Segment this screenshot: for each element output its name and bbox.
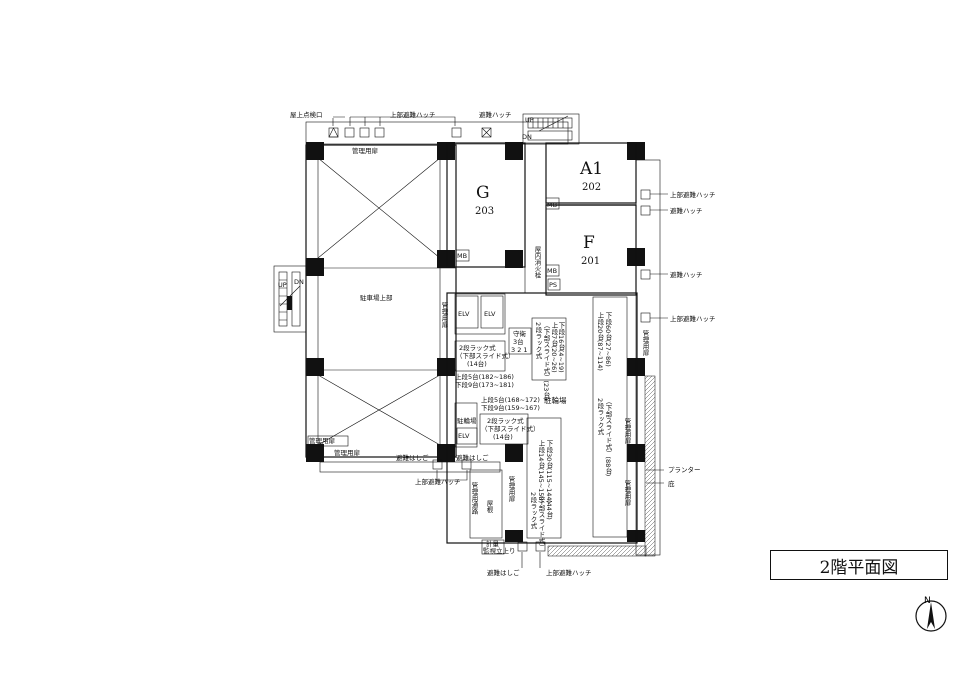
mgmt-door-top: 管理用扉 bbox=[352, 146, 379, 155]
watch-label: 監視立上り bbox=[483, 546, 516, 555]
evac-ladder-2: 避難はしご bbox=[456, 453, 489, 462]
gauge-label: 計量 bbox=[486, 539, 500, 548]
elv-label-2: ELV bbox=[484, 310, 496, 318]
rack2-upper: 上段5台(168~172) bbox=[481, 395, 540, 404]
evac-hatch-label-top: 避難ハッチ bbox=[479, 110, 512, 119]
roof-label: 屋根 bbox=[485, 500, 493, 515]
ps-label: PS bbox=[549, 281, 557, 289]
evac-hatch-r2: 避難ハッチ bbox=[670, 270, 703, 279]
evac-hatch-r1: 避難ハッチ bbox=[670, 206, 703, 215]
stair-top-up: UP bbox=[525, 116, 534, 124]
mgmt-door-v3: 管理用扉 bbox=[641, 329, 649, 358]
mb-label-1: MB bbox=[547, 201, 557, 209]
rack6-upper: 上段14台(145~158) bbox=[537, 439, 545, 503]
room-g-number: 203 bbox=[475, 206, 494, 217]
building-walls bbox=[446, 142, 661, 556]
rack1-upper: 上段5台(182~186) bbox=[455, 372, 514, 381]
mgmt-door-v5: 管理用扉 bbox=[623, 479, 631, 508]
evac-ladder-bottom: 避難はしご bbox=[487, 568, 520, 577]
rack2-type: 2段ラック式 bbox=[487, 416, 524, 425]
rack6-lower: 下段30台(115~144) bbox=[545, 440, 553, 503]
room-a1-number: 202 bbox=[582, 182, 601, 193]
upper-hatch-r2: 上部避難ハッチ bbox=[670, 314, 716, 323]
guard-nums: 3 2 1 bbox=[511, 346, 528, 354]
stair-left-dn: DN bbox=[294, 278, 304, 286]
room-g-letter: G bbox=[476, 183, 490, 203]
room-f-number: 201 bbox=[581, 256, 600, 267]
rack2-lower: 下段9台(159~167) bbox=[481, 403, 540, 412]
rack1-lower: 下段9台(173~181) bbox=[455, 380, 514, 389]
evac-ladder-1: 避難はしご bbox=[396, 453, 429, 462]
upper-hatch-label-top: 上部避難ハッチ bbox=[390, 110, 436, 119]
planter-label: プランター bbox=[668, 465, 701, 474]
north-arrow-icon: N bbox=[915, 596, 947, 632]
eaves-label: 庇 bbox=[668, 479, 675, 488]
rack2-count: (14台) bbox=[493, 432, 513, 441]
guard-count: 3台 bbox=[513, 337, 524, 346]
columns bbox=[306, 142, 645, 542]
room-f-letter: F bbox=[583, 233, 595, 253]
stair-top-dn: DN bbox=[522, 133, 532, 141]
mb-label-2: MB bbox=[457, 252, 467, 260]
stair-top bbox=[522, 113, 580, 145]
room-a1-letter: A1 bbox=[579, 159, 603, 179]
rack3-upper: 上段7台(20~26) bbox=[550, 321, 558, 373]
elv-label-3: ELV bbox=[458, 432, 470, 440]
guard-label: 守衛 bbox=[513, 329, 527, 338]
upper-hatch-bottom-2: 上部避難ハッチ bbox=[546, 568, 592, 577]
rack3-lower: 下段16台(4~19) bbox=[557, 322, 565, 373]
mb-label-3: MB bbox=[547, 267, 557, 275]
rack7-type: 2段ラック式 bbox=[529, 492, 537, 529]
rack4-lower: 下段60台(27~86) bbox=[604, 312, 612, 367]
upper-hatch-bottom: 上部避難ハッチ bbox=[415, 477, 461, 486]
drawing-title: 2階平面図 bbox=[770, 550, 948, 580]
rack3-type: 2段ラック式 bbox=[534, 322, 542, 359]
rack7-sub: （下部スライド式） bbox=[537, 492, 545, 551]
rack1-count: (14台) bbox=[467, 359, 487, 368]
elv-label-1: ELV bbox=[458, 310, 470, 318]
rack1-type: 2段ラック式 bbox=[459, 343, 496, 352]
rack3-sub: （下部スライド式）(23台) bbox=[542, 322, 550, 400]
mgmt-door-v4: 管理用扉 bbox=[623, 417, 631, 446]
rack5-sub: （下部スライド式）(88台) bbox=[604, 398, 612, 476]
rack7-count: (44台) bbox=[545, 500, 553, 520]
mgmt-path-label: 管理用扉 bbox=[309, 436, 336, 445]
parking-upper-label: 駐車場上部 bbox=[360, 293, 393, 302]
stair-left-up: UP bbox=[278, 281, 287, 289]
rack1-sub: （下部スライド式） bbox=[456, 351, 515, 360]
bike-parking-label: 駐輪場 bbox=[544, 395, 567, 405]
roof-inspection-label: 屋上点検口 bbox=[290, 110, 323, 119]
mgmt-door-bottom: 管理用扉 bbox=[334, 448, 361, 457]
mgmt-side-label: 管理用通路 bbox=[470, 481, 478, 516]
upper-hatch-r1: 上部避難ハッチ bbox=[670, 190, 716, 199]
bike-parking-small: 駐輪場 bbox=[457, 416, 477, 425]
rack2-sub: （下部スライド式） bbox=[481, 424, 540, 433]
mgmt-door-v1: 管理用扉 bbox=[440, 301, 448, 330]
indoor-hydrant-label: 屋内消火栓 bbox=[533, 246, 541, 280]
stair-left bbox=[273, 265, 307, 333]
north-label: N bbox=[924, 596, 931, 606]
rack5-type: 2段ラック式 bbox=[596, 398, 604, 435]
rack4-upper: 上段20台(87~114) bbox=[596, 311, 604, 371]
mgmt-door-v2: 管理用扉 bbox=[507, 475, 515, 504]
